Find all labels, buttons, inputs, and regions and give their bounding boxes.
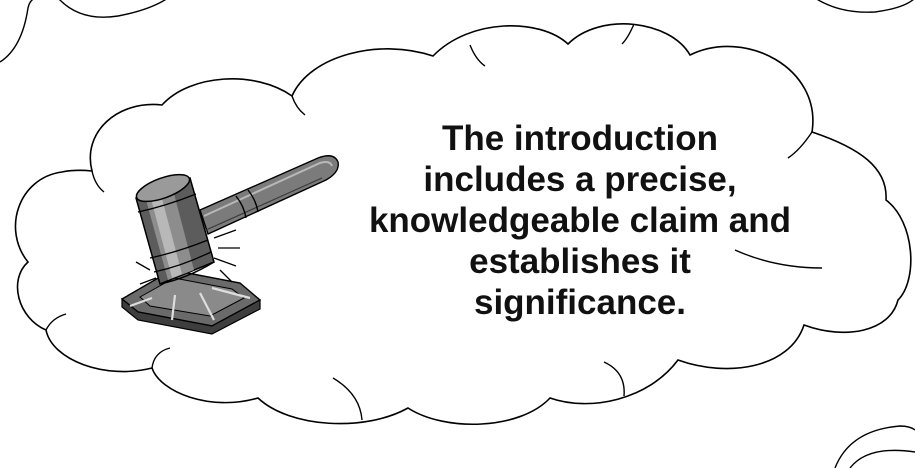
- cloud-fold-right-mid: [734, 249, 823, 269]
- claim-line-2: includes a precise,: [423, 160, 737, 199]
- main-cloud: [14, 23, 912, 426]
- cloud-fold-bottom-center: [332, 377, 363, 421]
- cloud-top-left-partial: [0, 0, 34, 63]
- cloud-bottom-right-partial-2: [849, 449, 915, 468]
- claim-line-5: significance.: [473, 283, 687, 322]
- cloud-fold-bottom-right: [603, 361, 625, 397]
- gavel-icon: [120, 155, 339, 335]
- cloud-top-center-partial: [59, 0, 167, 18]
- cloud-fold-left-low: [45, 313, 67, 331]
- gavel-handle: [199, 155, 339, 235]
- cloud-fold-bottom-left: [151, 347, 171, 369]
- claim-line-1: The introduction: [441, 119, 719, 158]
- cloud-fold-top: [469, 44, 486, 67]
- cloud-fold-left: [91, 170, 105, 193]
- cloud-bottom-right-partial: [834, 425, 915, 468]
- claim-line-3: knowledgeable claim and: [368, 201, 792, 240]
- cloud-fold-right: [787, 131, 813, 159]
- cloud-top-right-partial: [817, 0, 914, 13]
- claim-line-4: establishes it: [469, 242, 691, 281]
- cloud-fold-top-left: [291, 95, 306, 116]
- gavel-head: [135, 173, 215, 286]
- claim-text: The introduction includes a precise, kno…: [300, 118, 860, 323]
- cloud-fold-top-center: [621, 23, 635, 45]
